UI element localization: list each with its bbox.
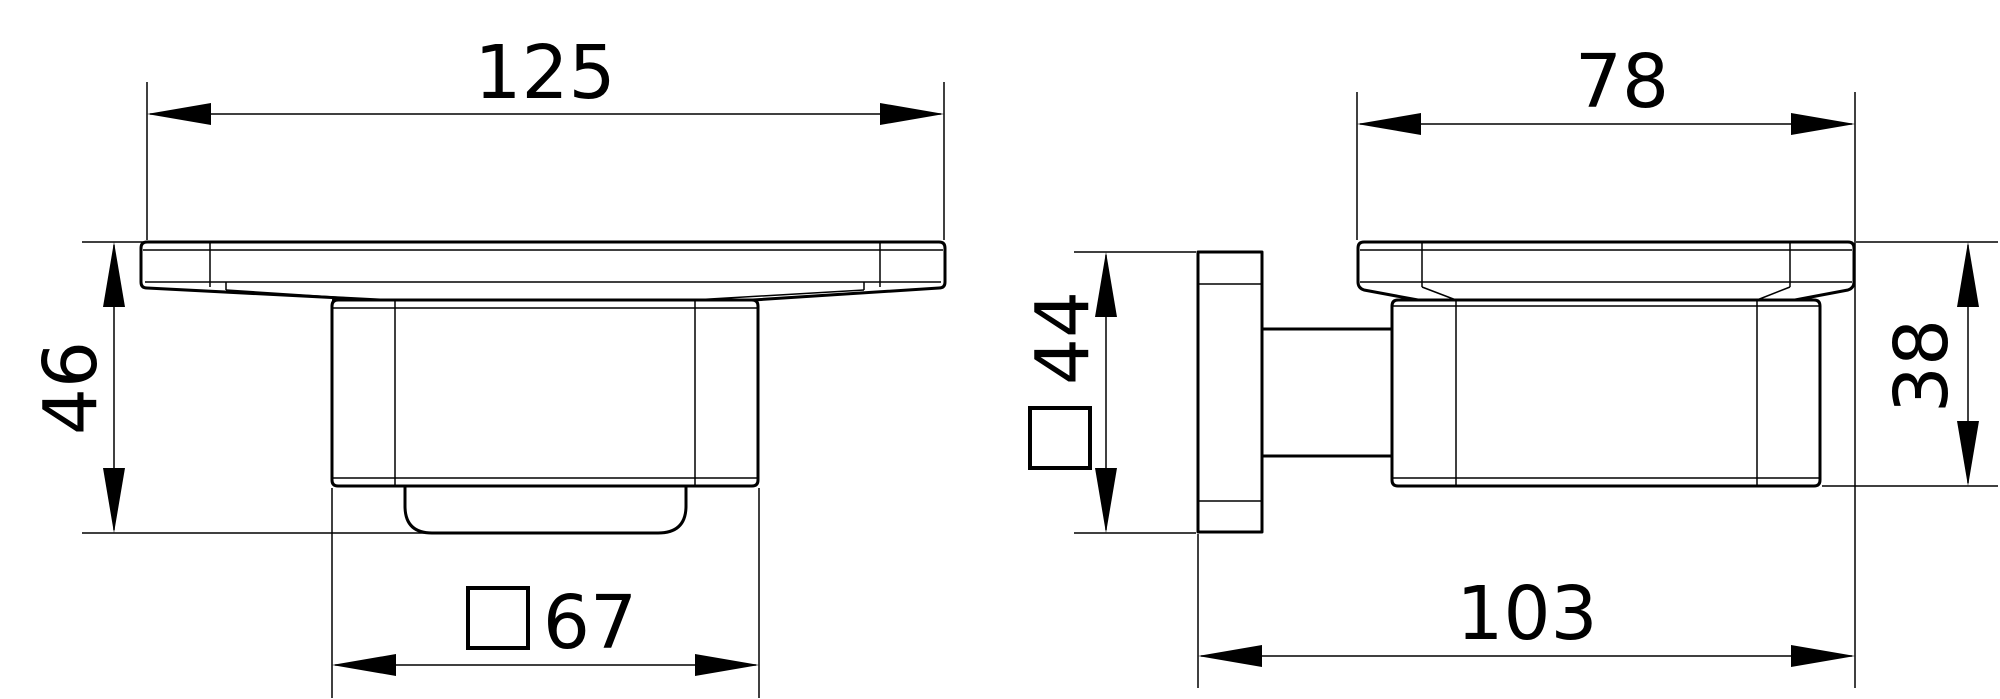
arrowhead <box>1095 252 1117 317</box>
arrowhead <box>103 468 125 533</box>
square-section-symbol <box>466 586 530 650</box>
arrowhead <box>1957 242 1979 307</box>
front-wall-block <box>330 298 760 488</box>
arrowhead <box>1791 113 1855 135</box>
arrowhead <box>1095 468 1117 533</box>
side-view: 78 38 103 44 <box>1020 39 1998 688</box>
arrowhead <box>1198 645 1262 667</box>
square-section-symbol <box>1028 406 1092 470</box>
front-view: 125 46 67 <box>28 30 947 698</box>
arrowhead <box>695 654 759 676</box>
arrowhead <box>1957 421 1979 486</box>
arrowhead <box>332 654 396 676</box>
side-holder-block <box>1390 298 1822 488</box>
dim-label-125: 125 <box>474 30 615 116</box>
dim-label-67: 67 <box>543 580 637 666</box>
front-drip-lip <box>403 486 688 535</box>
arrowhead <box>880 103 944 125</box>
dim-label-78: 78 <box>1575 39 1669 125</box>
arrowhead <box>147 103 211 125</box>
side-wall-plate <box>1196 250 1264 534</box>
dim-label-46: 46 <box>28 341 114 435</box>
side-tray-outline <box>1356 240 1856 302</box>
dim-label-103: 103 <box>1456 571 1597 657</box>
front-tray-outline <box>139 240 947 302</box>
arrowhead <box>103 242 125 307</box>
dim-label-38: 38 <box>1879 319 1965 413</box>
arrowhead <box>1357 113 1421 135</box>
dim-label-44: 44 <box>1020 291 1106 385</box>
arrowhead <box>1791 645 1855 667</box>
